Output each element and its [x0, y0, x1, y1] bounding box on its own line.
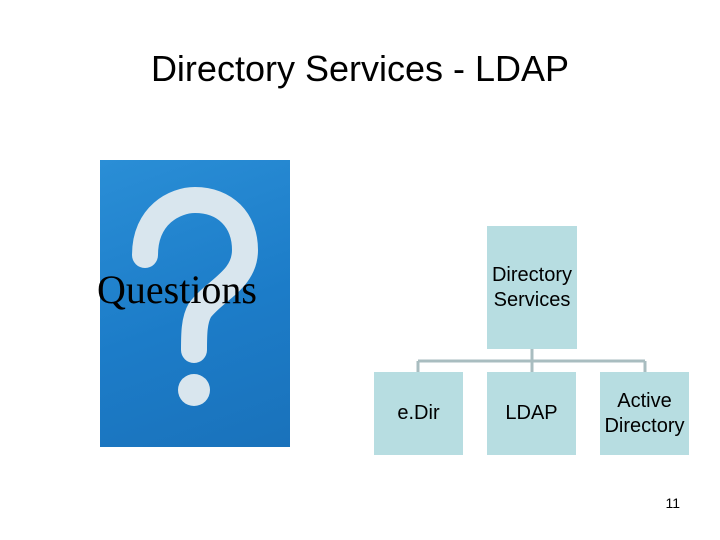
org-node-directory-services: Directory Services — [487, 226, 577, 349]
slide-title: Directory Services - LDAP — [150, 48, 570, 89]
questions-image — [100, 160, 290, 447]
org-node-label: Directory Services — [491, 263, 572, 311]
org-node-edir: e.Dir — [374, 372, 463, 455]
org-node-label: e.Dir — [397, 402, 440, 424]
questions-label: Questions — [97, 267, 257, 312]
question-mark-icon — [132, 186, 259, 406]
org-node-active-directory: Active Directory — [600, 372, 689, 455]
org-node-label: Active Directory — [604, 389, 685, 437]
org-node-label: LDAP — [505, 402, 558, 424]
page-number: 11 — [665, 495, 680, 511]
org-node-ldap: LDAP — [487, 372, 576, 455]
